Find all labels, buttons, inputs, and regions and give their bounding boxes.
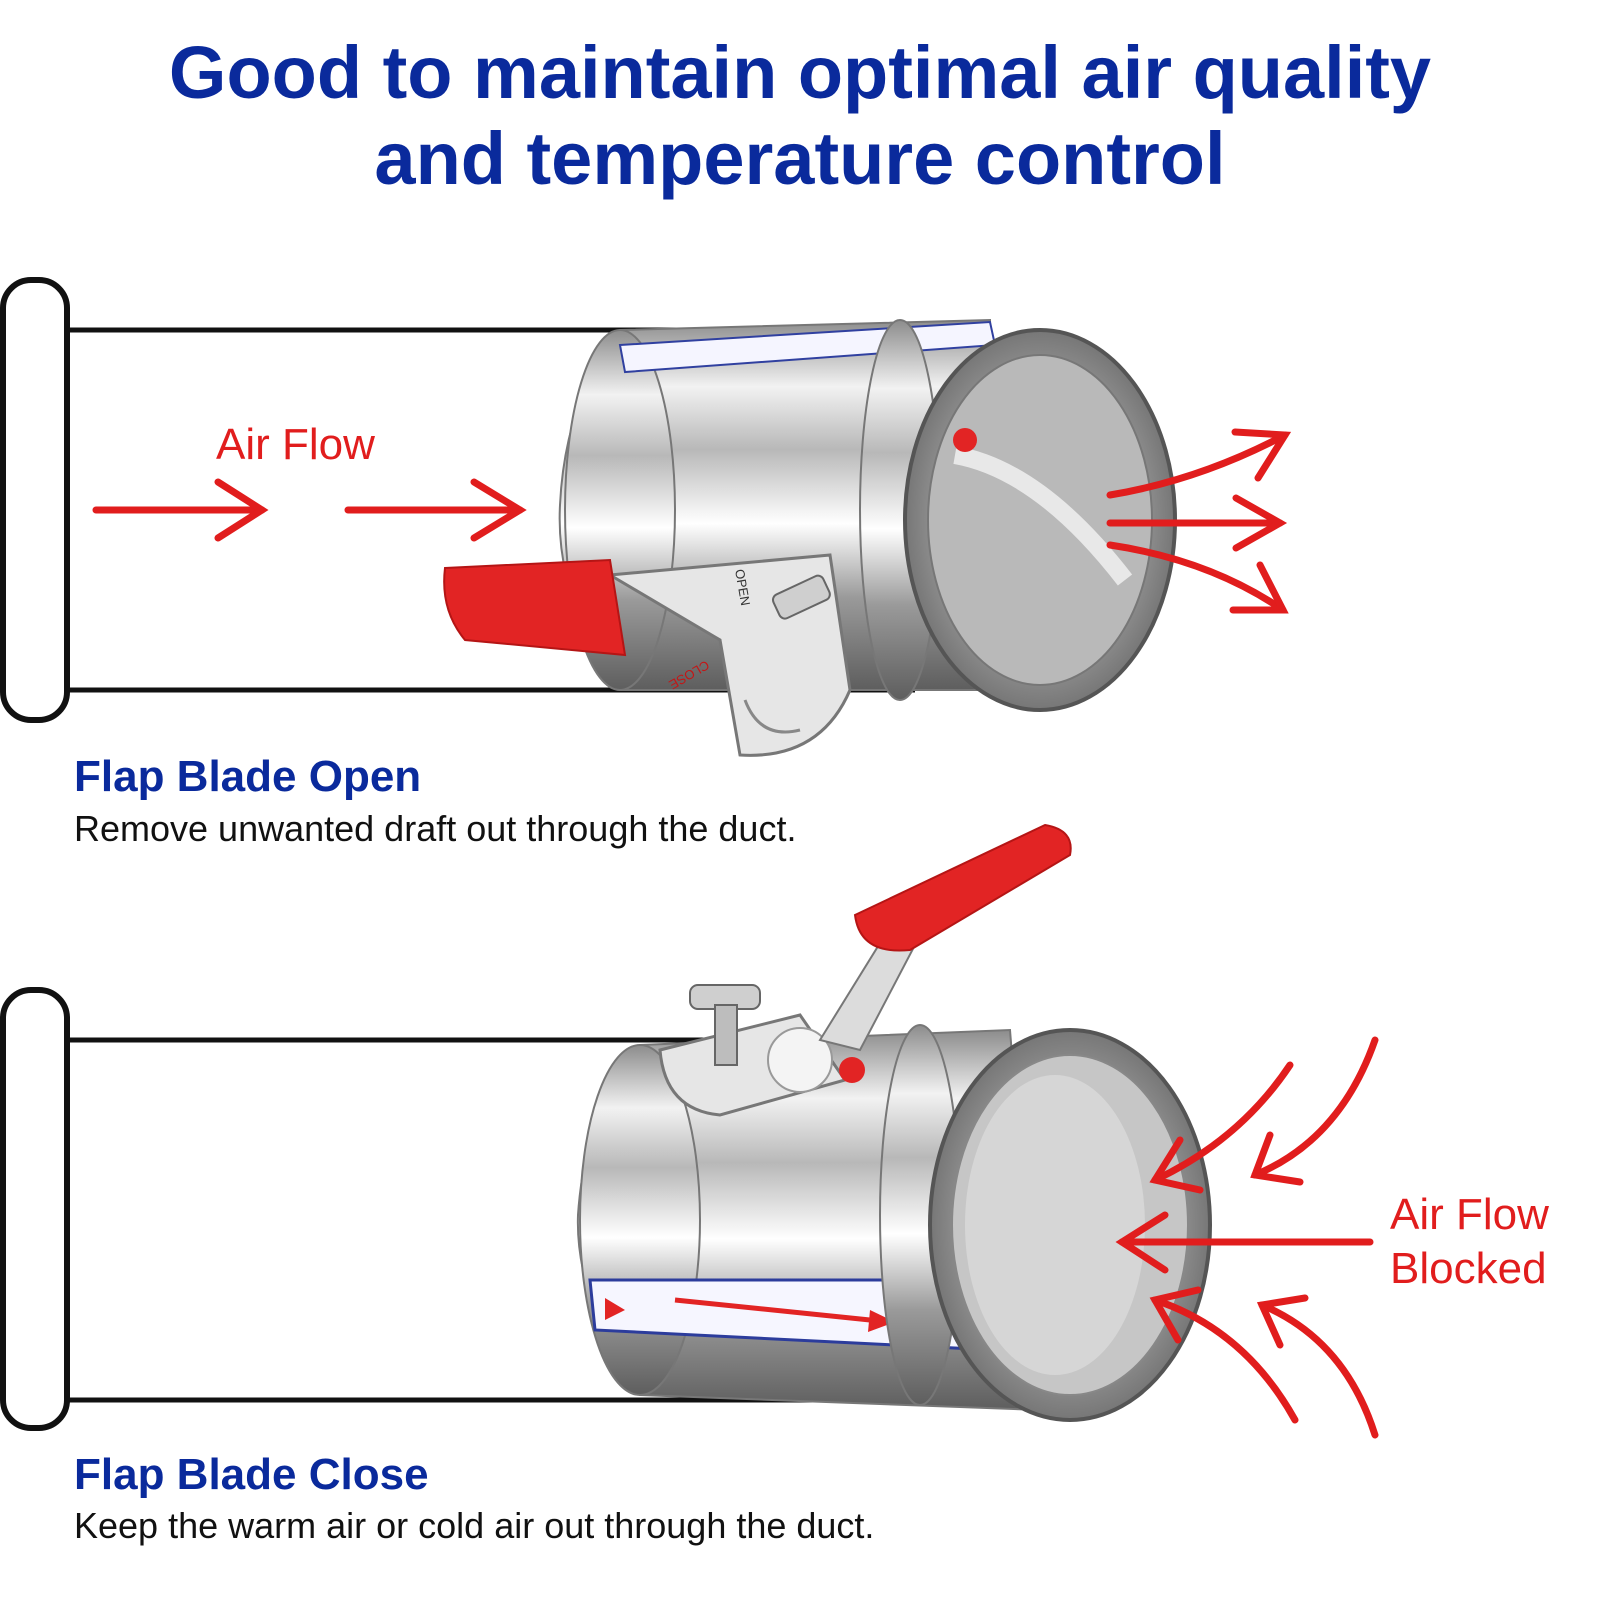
flap-open-title: Flap Blade Open (74, 752, 422, 801)
airflow-in-arrows-top (92, 478, 527, 542)
flap-close-title: Flap Blade Close (74, 1450, 429, 1499)
airflow-blocked-label: Air Flow Blocked (1390, 1188, 1549, 1296)
arrow-curved-icon (1250, 1036, 1379, 1186)
arrow-curved-icon (1106, 541, 1289, 614)
headline-line-2: and temperature control (374, 117, 1226, 200)
flap-close-description: Keep the warm air or cold air out throug… (74, 1505, 875, 1546)
flap-open-description: Remove unwanted draft out through the du… (74, 808, 797, 849)
arrow-curved-icon (1149, 1286, 1299, 1424)
arrow-right-icon (1106, 494, 1288, 552)
arrow-right-icon (344, 478, 527, 542)
airflow-blocked-arrows (1115, 1036, 1379, 1439)
arrow-curved-icon (1149, 1061, 1294, 1194)
airflow-out-arrows-top (1106, 428, 1292, 614)
arrow-right-icon (1115, 1211, 1374, 1274)
headline-line-1: Good to maintain optimal air quality (168, 31, 1432, 114)
airflow-blocked-line-2: Blocked (1390, 1244, 1547, 1293)
airflow-blocked-line-1: Air Flow (1390, 1190, 1549, 1239)
arrow-curved-icon (1106, 428, 1292, 499)
dial-open-text: OPEN (732, 568, 753, 607)
arrow-right-icon (92, 478, 269, 542)
arrow-curved-icon (1256, 1294, 1379, 1439)
headline: Good to maintain optimal air quality and… (0, 30, 1600, 202)
damper-open-illustration: OPEN CLOSE (443, 318, 1177, 757)
damper-closed-illustration (576, 823, 1212, 1422)
airflow-label-open: Air Flow (216, 420, 375, 469)
